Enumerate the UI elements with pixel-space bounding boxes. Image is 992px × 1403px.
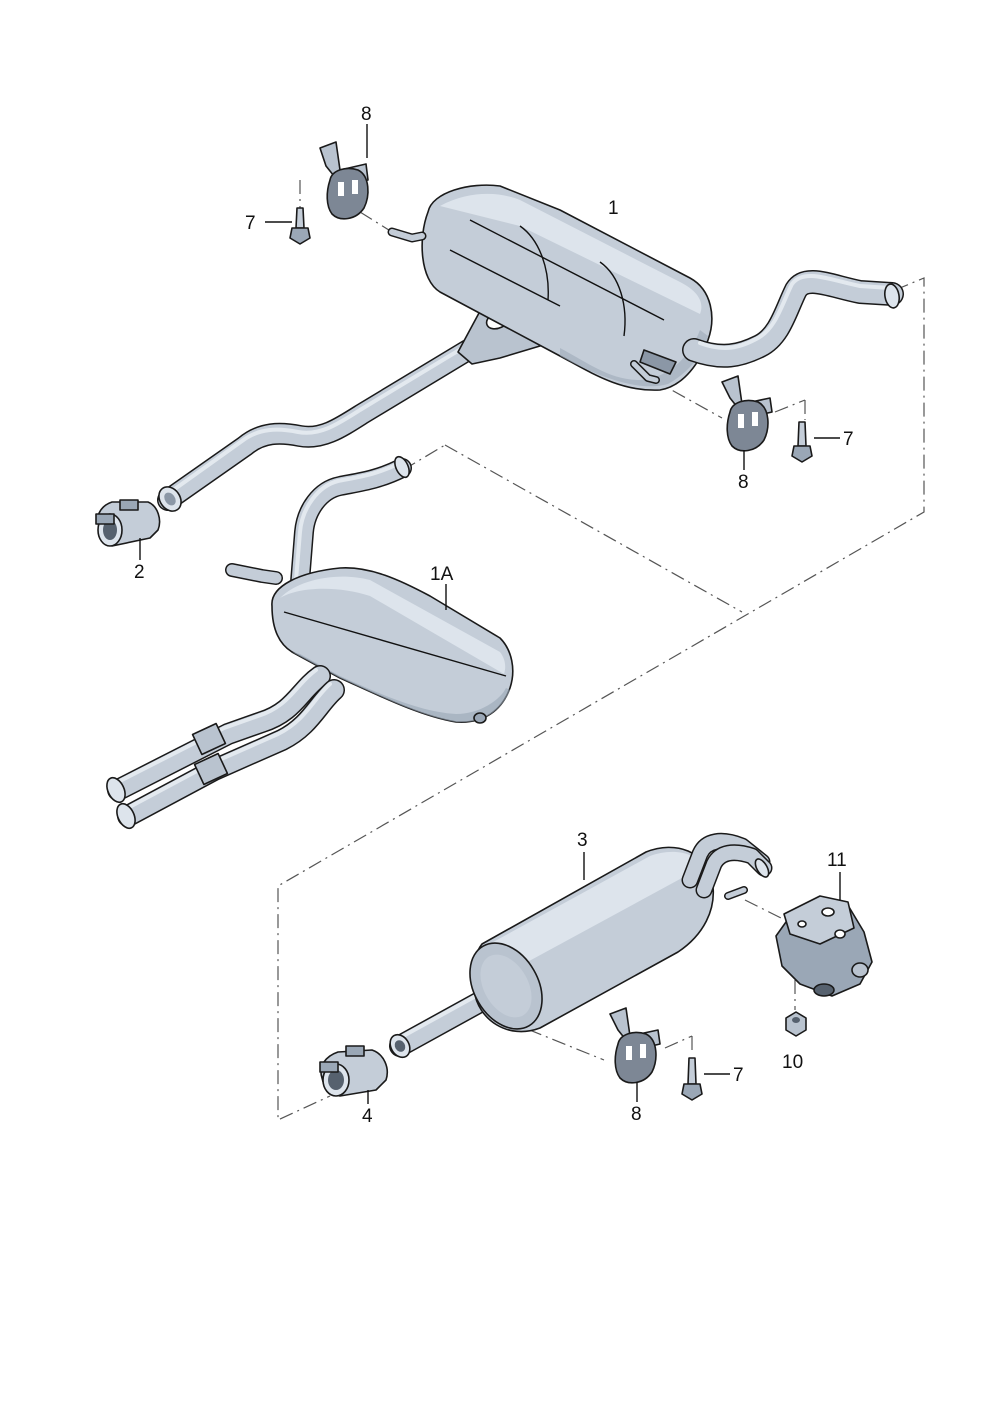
callout-8-top: 8 <box>361 104 372 125</box>
screw-7a <box>265 207 311 245</box>
callout-1a: 1A <box>430 564 454 585</box>
rubber-hanger-8b <box>721 375 773 470</box>
rear-muffler-1a <box>106 455 514 830</box>
bracket-11 <box>775 872 873 997</box>
rubber-hanger-8a <box>319 124 369 220</box>
callout-10: 10 <box>782 1052 803 1073</box>
screw-7c <box>681 1057 730 1101</box>
nut-10 <box>785 1011 807 1037</box>
callout-4: 4 <box>362 1106 373 1127</box>
callout-8-bottom: 8 <box>631 1104 642 1125</box>
callout-2: 2 <box>134 562 145 583</box>
callout-labels: 1 1A 2 3 4 7 7 7 8 8 8 10 11 <box>134 104 854 1127</box>
callout-3: 3 <box>577 830 588 851</box>
callout-11: 11 <box>827 850 847 871</box>
clamp-2 <box>95 499 161 560</box>
rear-muffler-assembly <box>157 184 904 512</box>
callout-7-middle: 7 <box>843 429 854 450</box>
callout-7-bottom: 7 <box>733 1065 744 1086</box>
rear-silencer-3 <box>389 832 773 1059</box>
rubber-hanger-8c <box>609 1007 661 1102</box>
screw-7b <box>791 421 840 463</box>
callout-7-top: 7 <box>245 213 256 234</box>
callout-8-middle: 8 <box>738 472 749 493</box>
callout-1: 1 <box>608 198 619 219</box>
clamp-4 <box>319 1045 388 1104</box>
